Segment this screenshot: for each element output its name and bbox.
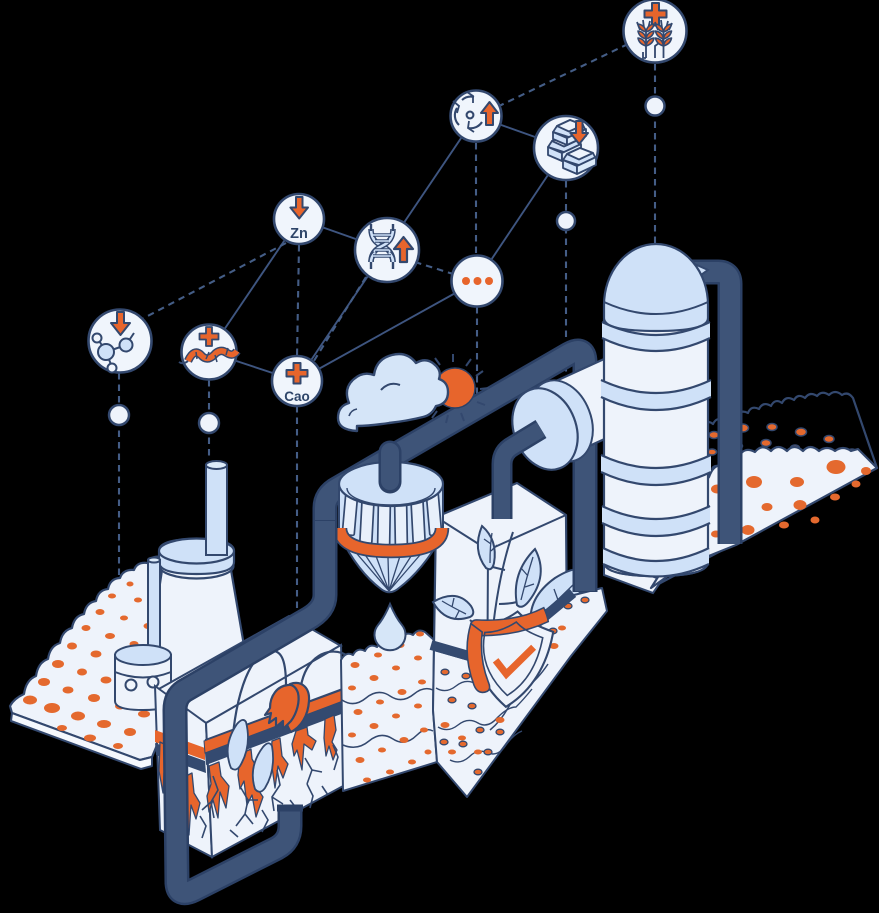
svg-text:Cao: Cao bbox=[284, 389, 310, 404]
svg-text:Zn: Zn bbox=[290, 226, 308, 242]
